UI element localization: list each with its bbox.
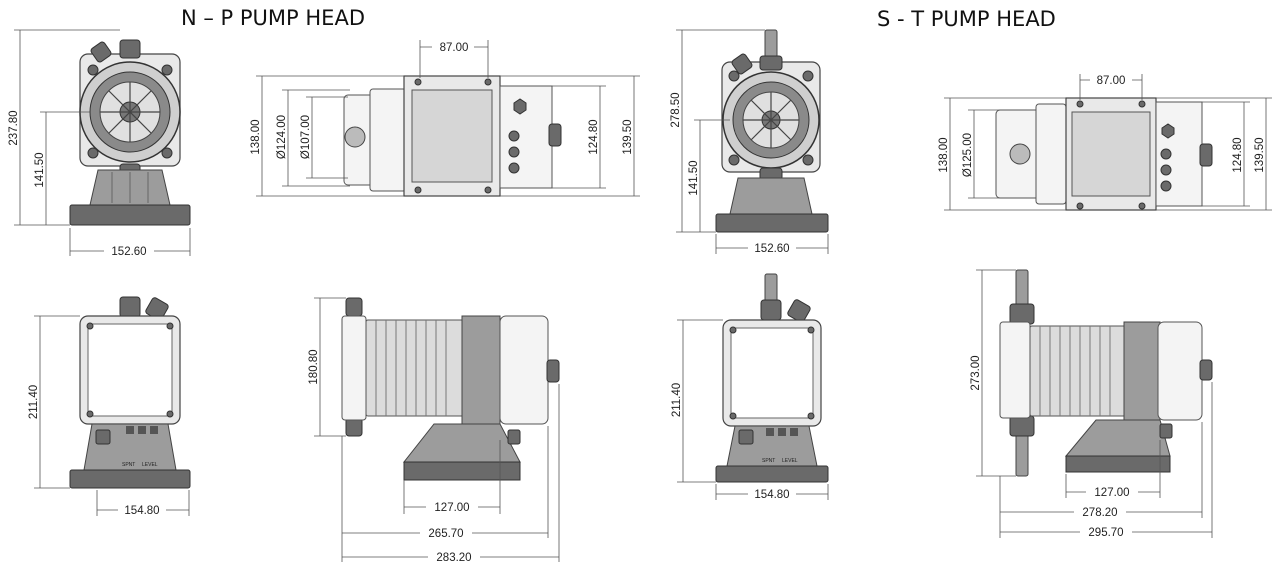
np-top-d124: Ø124.00 bbox=[276, 115, 288, 159]
np-top-view: 87.00 138.00 Ø124.00 Ø107.00 124.80 139.… bbox=[250, 40, 640, 197]
st-pump-head-title: S - T PUMP HEAD bbox=[877, 7, 1056, 31]
np-back-label-right: LEVEL bbox=[142, 462, 158, 468]
st-front-height-total: 278.50 bbox=[670, 92, 682, 127]
np-front-height-total: 237.80 bbox=[8, 110, 20, 145]
st-back-height: 211.40 bbox=[671, 383, 683, 417]
np-back-width: 154.80 bbox=[124, 505, 159, 517]
np-front-width-base: 152.60 bbox=[111, 246, 146, 258]
st-back-view: SPNT LEVEL 211.40 154.80 bbox=[671, 273, 829, 501]
np-side-height: 180.80 bbox=[308, 349, 320, 384]
st-top-offset: 87.00 bbox=[1097, 75, 1126, 87]
st-side-w295: 295.70 bbox=[1088, 527, 1123, 539]
st-back-width: 154.80 bbox=[754, 489, 789, 501]
np-side-w283: 283.20 bbox=[436, 552, 471, 564]
st-top-d124-8: 124.80 bbox=[1232, 137, 1244, 172]
np-top-d138: 138.00 bbox=[250, 119, 262, 154]
st-front-width-base: 152.60 bbox=[754, 243, 789, 255]
np-pump-head-title: N – P PUMP HEAD bbox=[181, 6, 365, 30]
np-side-w127: 127.00 bbox=[434, 502, 469, 514]
np-side-w265: 265.70 bbox=[428, 528, 463, 540]
np-back-height: 211.40 bbox=[28, 385, 40, 419]
st-top-d125: Ø125.00 bbox=[962, 133, 974, 177]
st-back-label-left: SPNT bbox=[762, 458, 775, 464]
st-front-view: 278.50 141.50 152.60 bbox=[670, 29, 829, 255]
np-top-d124-8: 124.80 bbox=[588, 119, 600, 154]
st-side-height: 273.00 bbox=[970, 355, 982, 390]
st-side-view: 273.00 127.00 278.20 295.70 bbox=[970, 269, 1213, 539]
np-front-view: 237.80 141.50 152.60 bbox=[8, 29, 191, 258]
np-back-view: SPNT LEVEL 211.40 154.80 bbox=[28, 296, 191, 517]
st-side-w278: 278.20 bbox=[1082, 507, 1117, 519]
np-front-height-axis: 141.50 bbox=[34, 152, 46, 187]
np-top-offset: 87.00 bbox=[440, 42, 469, 54]
st-front-height-axis: 141.50 bbox=[688, 160, 700, 195]
st-top-view: 87.00 138.00 Ø125.00 124.80 139.50 bbox=[938, 73, 1272, 211]
np-top-d107: Ø107.00 bbox=[300, 115, 312, 159]
np-back-label-left: SPNT bbox=[122, 462, 135, 468]
st-top-d139-5: 139.50 bbox=[1254, 137, 1266, 172]
np-top-d139-5: 139.50 bbox=[622, 119, 634, 154]
st-side-w127: 127.00 bbox=[1094, 487, 1129, 499]
np-side-view: 180.80 127.00 265.70 283.20 bbox=[308, 297, 560, 564]
st-back-label-right: LEVEL bbox=[782, 458, 798, 464]
st-top-d138: 138.00 bbox=[938, 137, 950, 172]
